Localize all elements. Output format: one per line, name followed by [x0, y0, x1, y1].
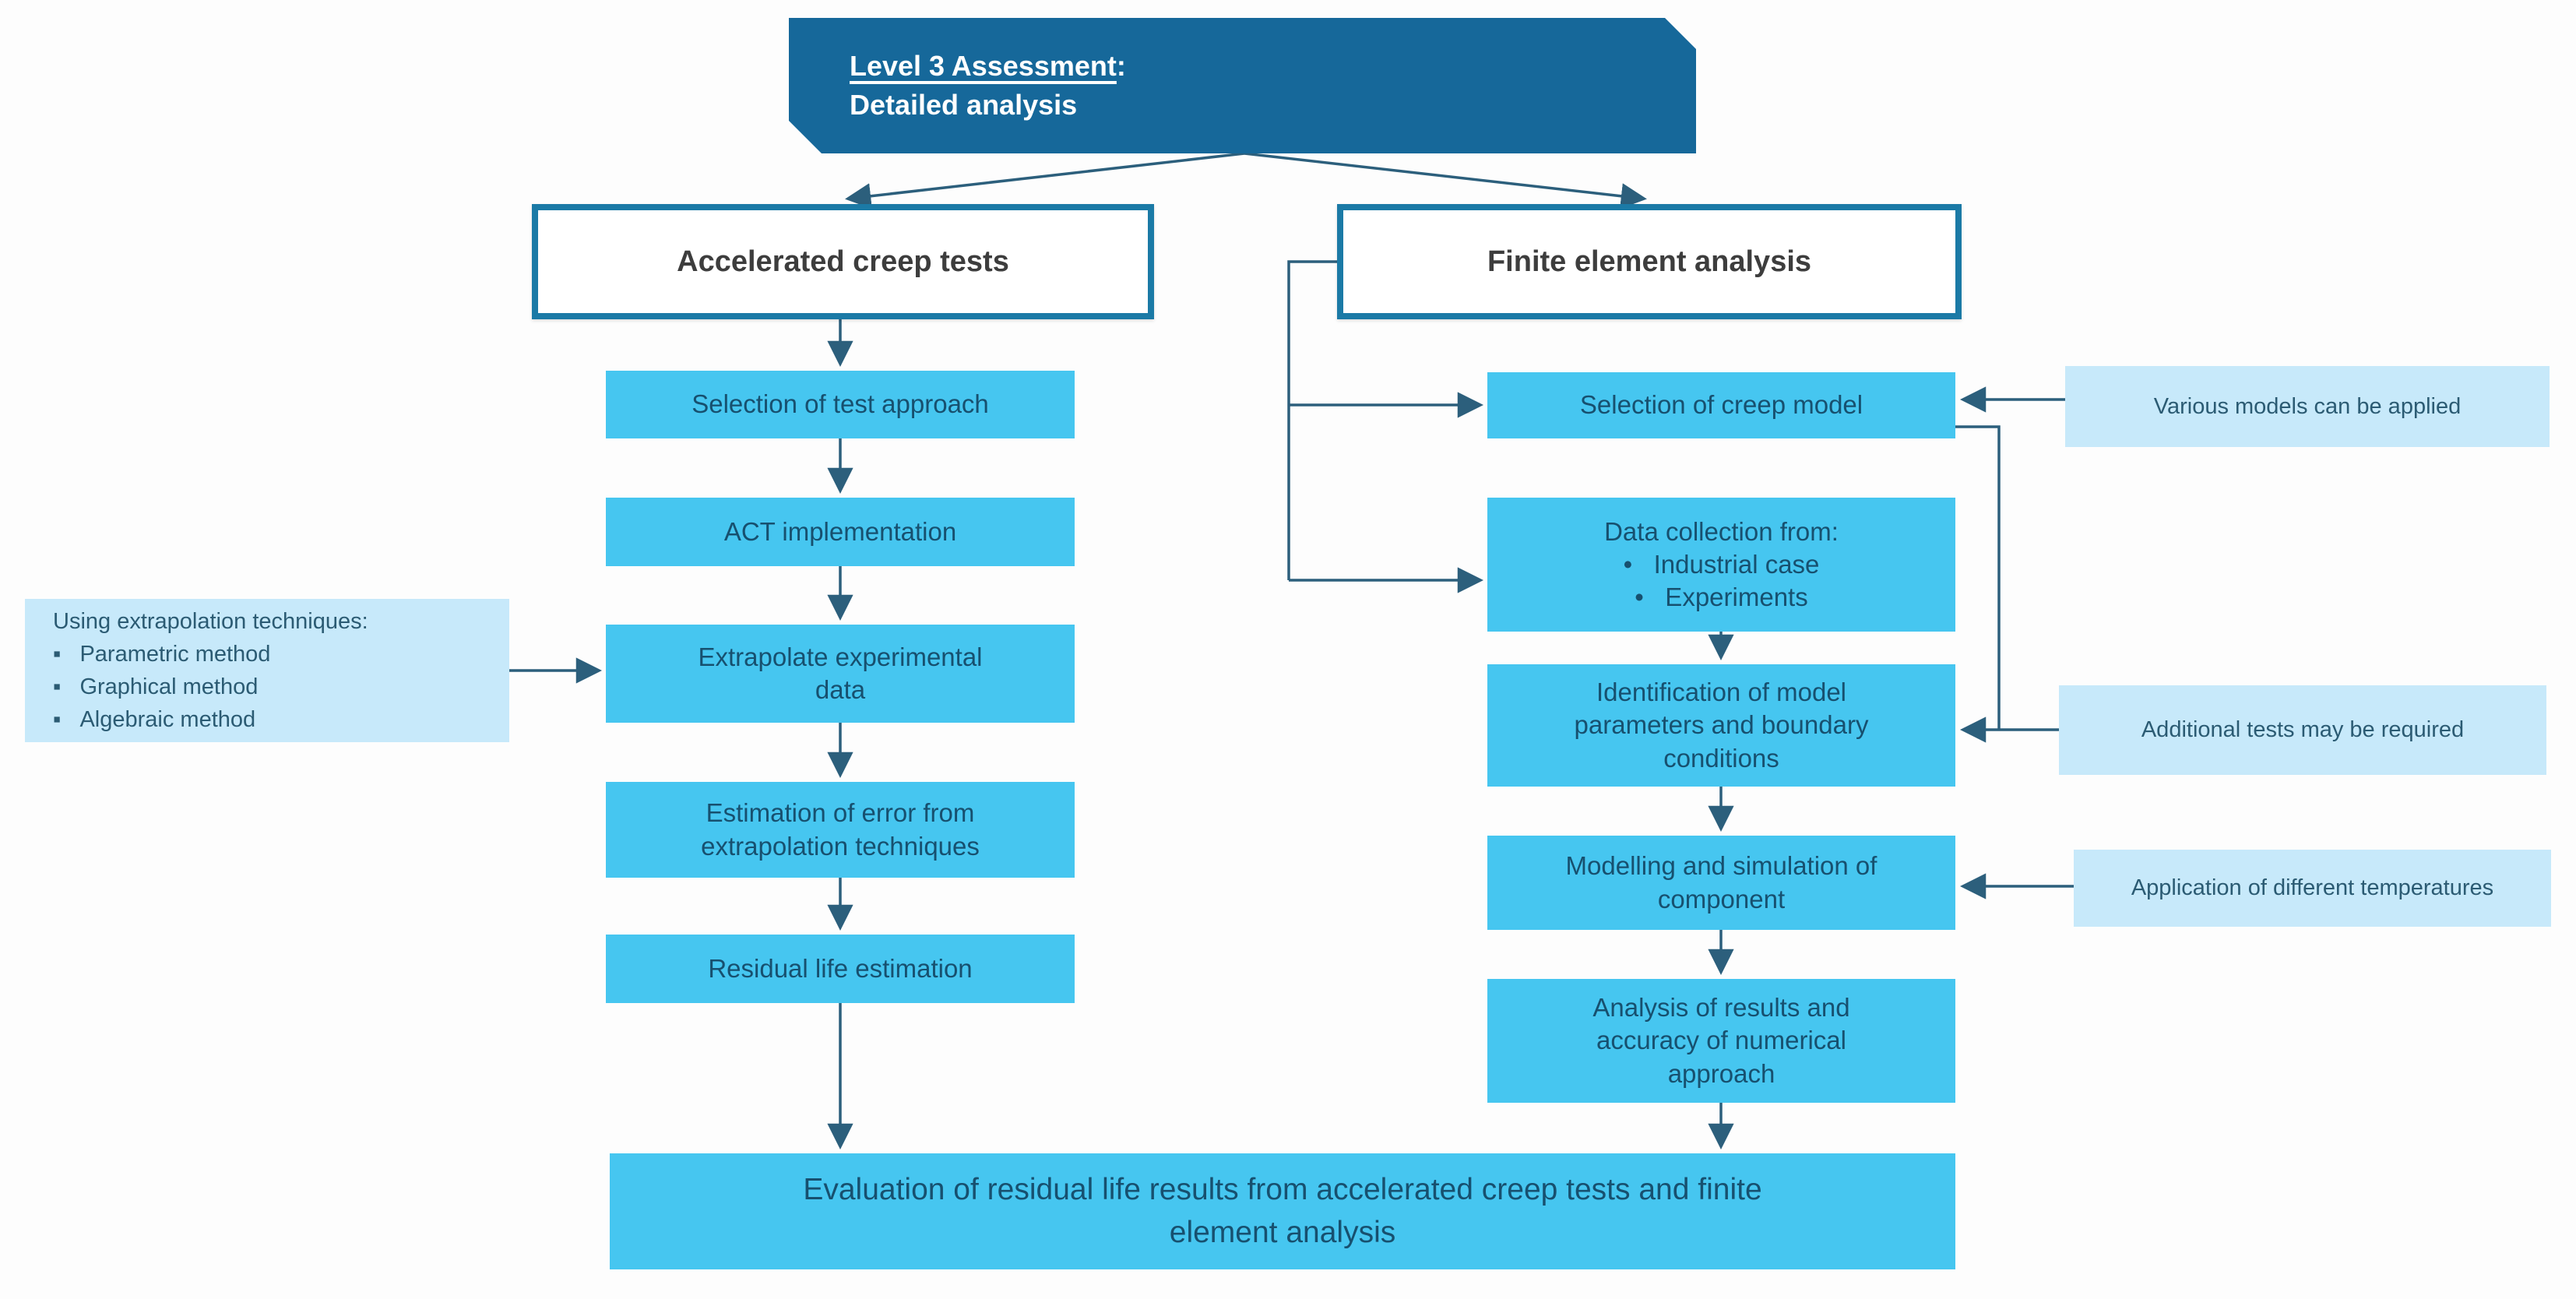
step-analysis-of-results: Analysis of results and accuracy of nume… — [1487, 979, 1955, 1103]
step-label: Modelling and simulation of component — [1565, 851, 1877, 914]
final-evaluation-label: Evaluation of residual life results from… — [803, 1172, 1762, 1249]
step-label: Data collection from: • Industrial case … — [1604, 516, 1839, 612]
step-estimation-of-error: Estimation of error from extrapolation t… — [606, 782, 1075, 878]
arrow-header-to-fea — [1244, 152, 1647, 209]
header-title-line2: Detailed analysis — [850, 89, 1078, 121]
step-identification-of-model-parameters: Identification of model parameters and b… — [1487, 664, 1955, 787]
step-act-implementation: ACT implementation — [606, 498, 1075, 566]
header-title: Level 3 Assessment: Detailed analysis — [789, 47, 1126, 124]
note-text: Application of different temperatures — [2131, 875, 2494, 901]
step-label: Analysis of results and accuracy of nume… — [1592, 993, 1850, 1088]
creep-model-feedback-line — [1955, 425, 2001, 730]
branch-title-left-label: Accelerated creep tests — [677, 245, 1009, 278]
note-text: Various models can be applied — [2153, 393, 2462, 419]
step-label: Estimation of error from extrapolation t… — [701, 798, 980, 861]
step-extrapolate-experimental-data: Extrapolate experimental data — [606, 625, 1075, 723]
step-selection-of-test-approach: Selection of test approach — [606, 371, 1075, 438]
step-label: ACT implementation — [723, 516, 957, 546]
step-label: Extrapolate experimental data — [698, 642, 983, 704]
branch-title-accelerated-creep-tests: Accelerated creep tests — [532, 204, 1154, 319]
note-text: Additional tests may be required — [2141, 717, 2465, 743]
note-additional-tests: Additional tests may be required — [2059, 685, 2546, 775]
step-label: Residual life estimation — [708, 953, 973, 983]
step-label: Selection of creep model — [1579, 390, 1863, 420]
step-residual-life-estimation: Residual life estimation — [606, 935, 1075, 1003]
header-title-colon: : — [1116, 50, 1126, 83]
step-data-collection: Data collection from: • Industrial case … — [1487, 498, 1955, 632]
fea-bracket-line — [1287, 260, 1337, 580]
header-title-line1: Level 3 Assessment — [850, 50, 1117, 83]
final-evaluation-box: Evaluation of residual life results from… — [610, 1153, 1955, 1269]
arrow-header-to-accelerated — [845, 152, 1245, 209]
step-label: Selection of test approach — [692, 389, 989, 419]
branch-title-right-label: Finite element analysis — [1487, 245, 1812, 278]
header-banner: Level 3 Assessment: Detailed analysis — [789, 18, 1696, 153]
step-label: Identification of model parameters and b… — [1574, 678, 1869, 773]
step-modelling-and-simulation: Modelling and simulation of component — [1487, 836, 1955, 930]
note-text: Using extrapolation techniques: ▪ Parame… — [53, 608, 368, 733]
note-application-temperatures: Application of different temperatures — [2074, 850, 2551, 927]
note-various-models: Various models can be applied — [2065, 366, 2550, 447]
step-selection-of-creep-model: Selection of creep model — [1487, 372, 1955, 438]
note-extrapolation-techniques: Using extrapolation techniques: ▪ Parame… — [25, 599, 509, 742]
branch-title-finite-element-analysis: Finite element analysis — [1337, 204, 1962, 319]
